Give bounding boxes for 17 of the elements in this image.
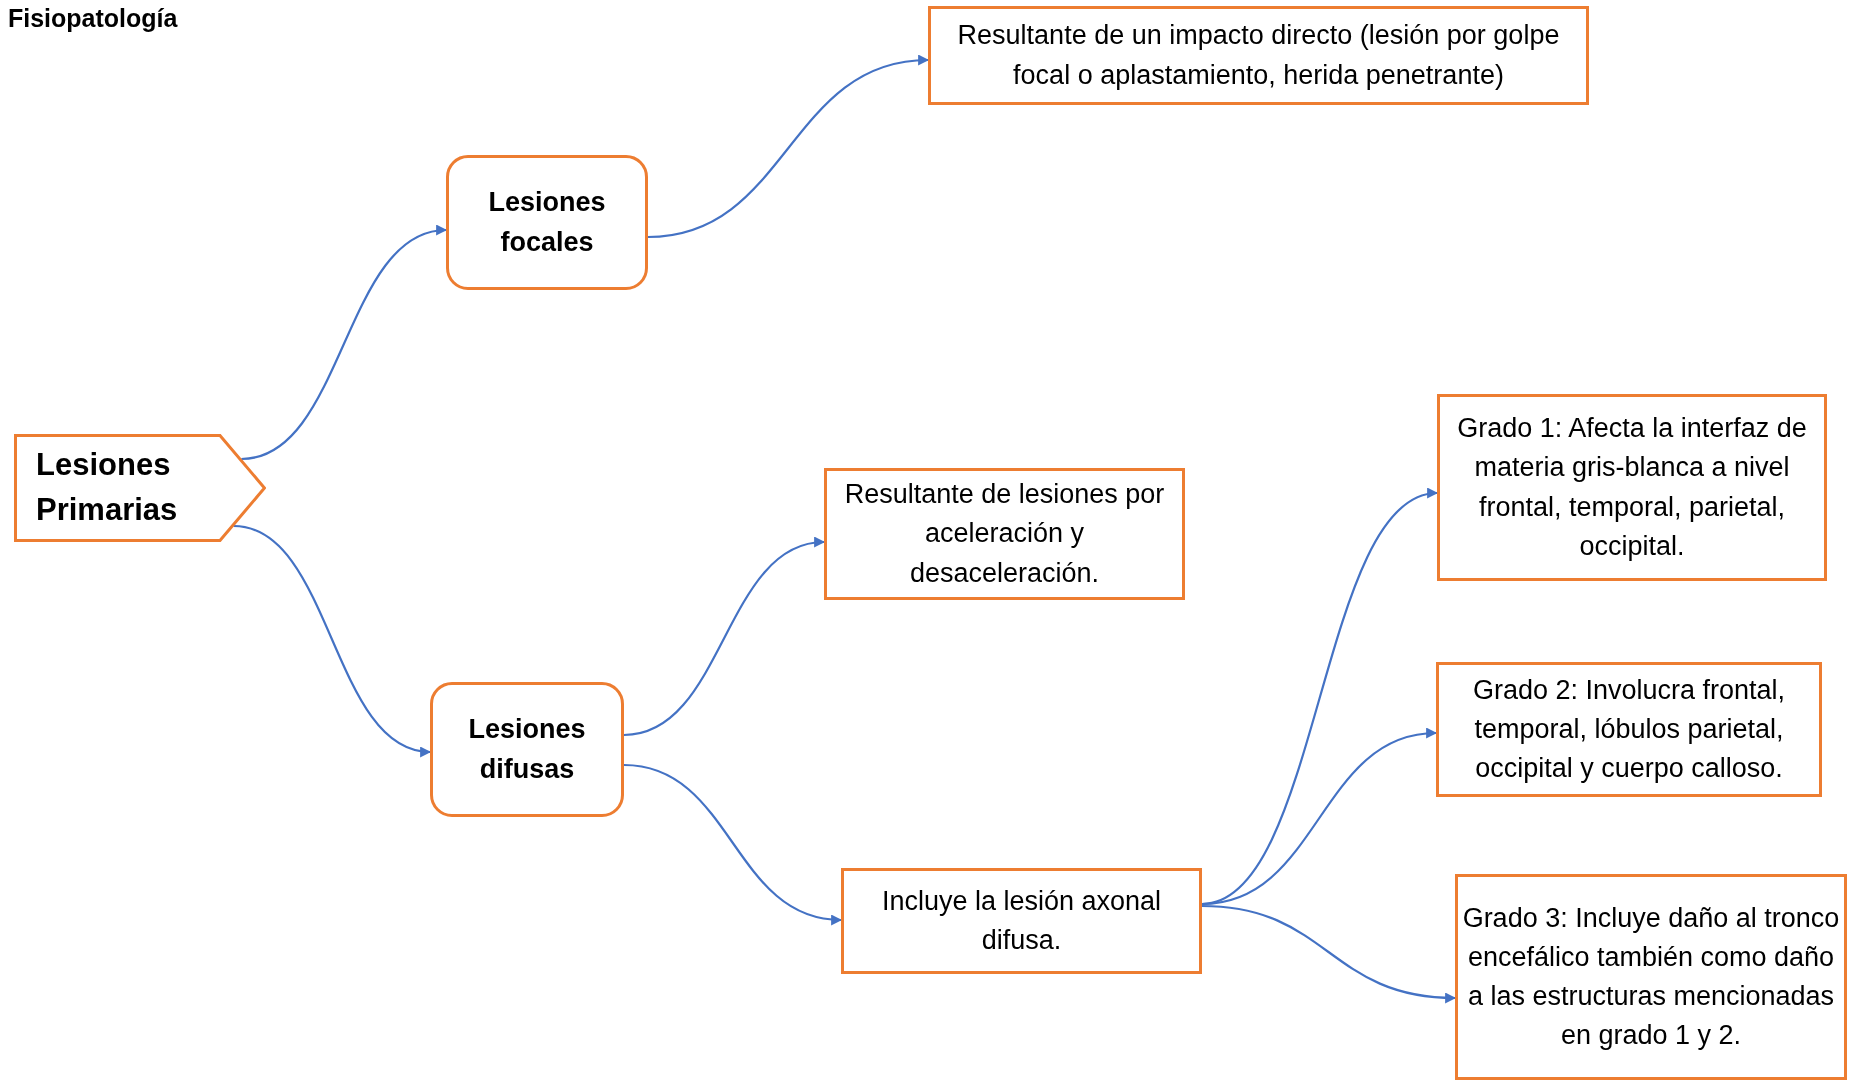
arrow: [623, 763, 843, 925]
rounded-box: Lesiones difusas: [430, 682, 624, 817]
arrow: [1201, 904, 1457, 1003]
arrow: [241, 226, 448, 461]
pentagon-box: Lesiones Primarias: [14, 434, 266, 542]
text-box: Resultante de un impacto directo (lesión por golpe focal o aplastamiento, herida penetrante): [928, 6, 1589, 105]
arrow: [1201, 728, 1438, 906]
diagram-title: Fisiopatología: [8, 4, 178, 33]
text-box: Grado 3: Incluye daño al tronco encefálico también como daño a las estructuras mencionadas en grado 1 y 2.: [1455, 874, 1847, 1080]
text-box: Incluye la lesión axonal difusa.: [841, 868, 1202, 974]
arrow: [233, 524, 432, 756]
text-box: Grado 2: Involucra frontal, temporal, lóbulos parietal, occipital y cuerpo calloso.: [1436, 662, 1822, 797]
arrow: [623, 538, 826, 737]
text-box: Resultante de lesiones por aceleración y desaceleración.: [824, 468, 1185, 600]
arrow: [647, 55, 930, 239]
rounded-box: Lesiones focales: [446, 155, 648, 290]
text-box: Grado 1: Afecta la interfaz de materia gris-blanca a nivel frontal, temporal, parietal, occipital.: [1437, 394, 1827, 581]
